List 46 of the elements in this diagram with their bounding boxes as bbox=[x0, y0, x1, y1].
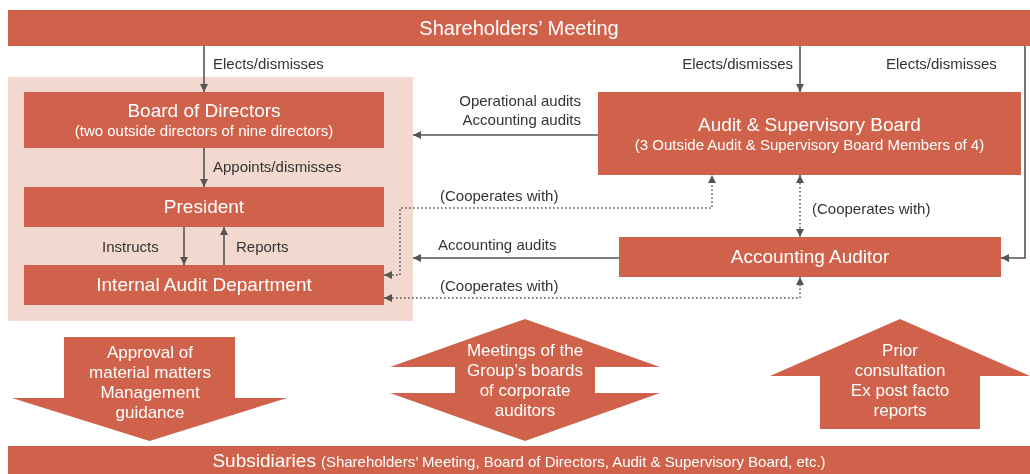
edge-label: (Cooperates with) bbox=[440, 186, 559, 205]
box-title: Shareholders’ Meeting bbox=[419, 17, 619, 39]
connector-arrow bbox=[200, 147, 208, 188]
edge-label: Elects/dismisses bbox=[213, 54, 324, 73]
box-subtitle: (Shareholders’ Meeting, Board of Directors, Audit & Supervisory Board, etc.) bbox=[320, 453, 826, 471]
edge-label: (Cooperates with) bbox=[440, 276, 559, 295]
box-title: President bbox=[163, 196, 245, 218]
connector-arrow bbox=[383, 276, 804, 302]
connector-arrow bbox=[220, 226, 228, 266]
connector-arrow bbox=[796, 45, 804, 93]
connector-arrow bbox=[180, 226, 188, 266]
box-title: Accounting Auditor bbox=[730, 246, 890, 268]
box-title: Subsidiaries bbox=[212, 450, 316, 472]
arrow-text: Meetings of the Group’s boards of corporate auditors bbox=[465, 341, 585, 421]
block-arrow bbox=[770, 319, 1030, 429]
arrow-text: Prior consultation Ex post facto reports bbox=[850, 341, 950, 421]
box-title: Internal Audit Department bbox=[96, 274, 312, 296]
connector-arrow bbox=[796, 174, 804, 238]
block-arrow bbox=[12, 337, 287, 441]
subsidiaries-bar bbox=[8, 446, 1030, 474]
process-box bbox=[24, 265, 384, 305]
connector-arrow bbox=[200, 45, 208, 93]
edge-label: Instructs bbox=[102, 237, 159, 256]
box-title: Board of Directors bbox=[127, 100, 281, 122]
process-box bbox=[598, 92, 1021, 175]
edge-label: Reports bbox=[236, 237, 289, 256]
process-box bbox=[24, 187, 384, 227]
connector-arrow bbox=[383, 174, 716, 279]
box-subtitle: (3 Outside Audit & Supervisory Board Members of 4) bbox=[634, 135, 985, 154]
process-box bbox=[24, 92, 384, 148]
edge-label: (Cooperates with) bbox=[812, 199, 931, 218]
edge-label: Elects/dismisses bbox=[682, 54, 793, 73]
connector-arrow bbox=[1000, 45, 1026, 262]
edge-label: Elects/dismisses bbox=[886, 54, 997, 73]
edge-label: Operational audits Accounting audits bbox=[458, 91, 581, 129]
connector-arrow bbox=[412, 254, 620, 262]
edge-label: Accounting audits bbox=[438, 235, 557, 254]
header-bar bbox=[8, 10, 1030, 46]
box-subtitle: (two outside directors of nine directors) bbox=[74, 122, 334, 140]
block-arrow bbox=[390, 319, 660, 441]
process-box bbox=[619, 237, 1001, 277]
group-panel bbox=[8, 77, 413, 321]
arrow-text: Approval of material matters Management guidance bbox=[88, 343, 212, 423]
connector-arrow bbox=[412, 131, 599, 139]
edge-label: Appoints/dismisses bbox=[213, 157, 342, 176]
box-title: Audit & Supervisory Board bbox=[698, 113, 921, 136]
